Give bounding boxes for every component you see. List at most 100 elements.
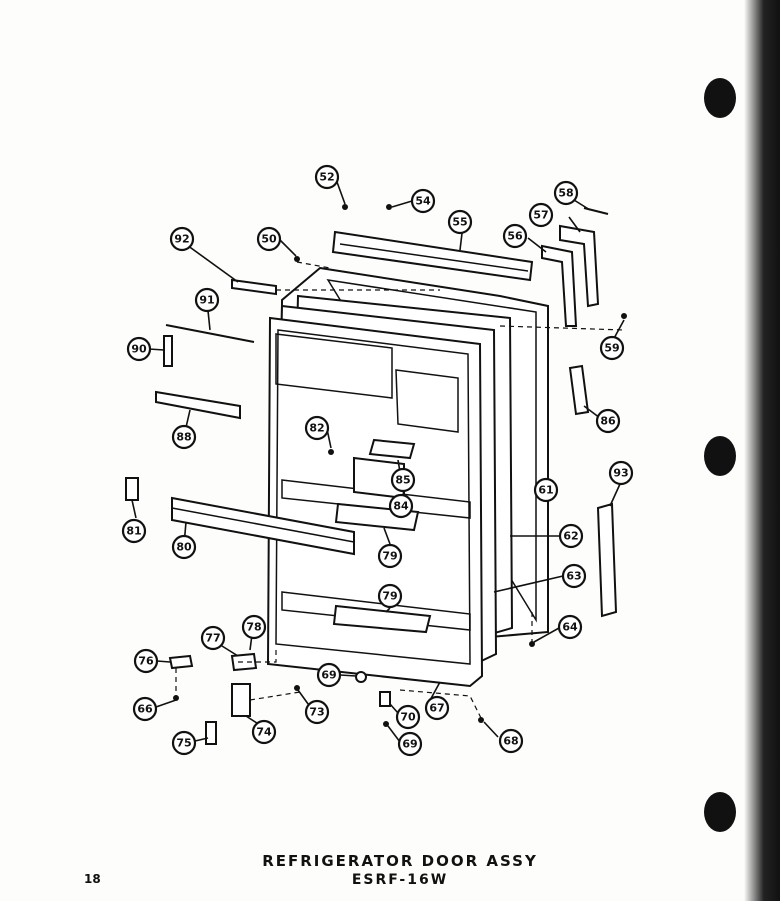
svg-text:64: 64 [562, 621, 578, 634]
svg-text:78: 78 [246, 621, 261, 634]
svg-text:85: 85 [395, 474, 410, 487]
callout-63: 63 [561, 563, 587, 589]
screw-73 [294, 685, 300, 691]
screw-69b [383, 721, 389, 727]
callout-88: 88 [171, 424, 197, 450]
callout-79-upper: 79 [377, 543, 403, 569]
svg-text:62: 62 [563, 530, 578, 543]
svg-text:67: 67 [429, 702, 444, 715]
binder-hole-top [704, 78, 736, 118]
callout-58: 58 [553, 180, 579, 206]
screw-52 [342, 204, 348, 210]
page-number: 18 [84, 872, 101, 886]
dash-73 [249, 691, 301, 701]
svg-text:77: 77 [205, 632, 220, 645]
svg-text:69: 69 [321, 669, 336, 682]
callout-52: 52 [314, 164, 340, 190]
svg-text:66: 66 [137, 703, 153, 716]
callout-92: 92 [169, 226, 195, 252]
dairy-box [395, 369, 459, 433]
trim-strip-93 [596, 502, 618, 618]
callout-64: 64 [557, 614, 583, 640]
svg-text:74: 74 [256, 726, 272, 739]
svg-text:90: 90 [131, 343, 147, 356]
svg-text:57: 57 [533, 209, 548, 222]
door-top-strip [331, 230, 534, 282]
hinge-cover-92 [231, 278, 277, 296]
butter-door-85 [368, 438, 416, 460]
callout-66: 66 [132, 696, 158, 722]
svg-text:91: 91 [199, 294, 214, 307]
callout-74: 74 [251, 719, 277, 745]
svg-text:52: 52 [319, 171, 334, 184]
svg-text:59: 59 [604, 342, 619, 355]
screw-68 [478, 717, 484, 723]
callout-85: 85 [390, 467, 416, 493]
svg-text:55: 55 [452, 216, 467, 229]
shelf-bar-line [171, 507, 355, 543]
clip-70 [379, 691, 391, 707]
svg-text:76: 76 [138, 655, 154, 668]
upper-shelf-rail [281, 479, 471, 519]
callout-75: 75 [171, 730, 197, 756]
callout-56: 56 [502, 223, 528, 249]
lower-shelf-rail [281, 591, 471, 631]
diagram-title: REFRIGERATOR DOOR ASSY [262, 852, 538, 870]
bracket-90 [163, 335, 173, 367]
hinge-block-74 [231, 683, 251, 717]
callout-76: 76 [133, 648, 159, 674]
svg-text:61: 61 [538, 484, 553, 497]
svg-text:79: 79 [382, 590, 397, 603]
callout-77: 77 [200, 625, 226, 651]
screw-59 [621, 313, 627, 319]
egg-shelf-88 [155, 390, 241, 420]
callout-67: 67 [424, 695, 450, 721]
callout-73: 73 [304, 699, 330, 725]
callout-78: 78 [241, 614, 267, 640]
svg-text:79: 79 [382, 550, 397, 563]
door-shelf-bar-80 [171, 496, 355, 556]
door-inner-liner [266, 316, 484, 688]
retainer-rod-91 [165, 324, 255, 343]
callout-82: 82 [304, 415, 330, 441]
shelf-tray-79-lower [332, 604, 432, 634]
callout-90: 90 [126, 336, 152, 362]
bumper-69 [355, 671, 367, 683]
binder-hole-bottom [704, 792, 736, 832]
binder-hole-middle [704, 436, 736, 476]
svg-text:70: 70 [400, 711, 416, 724]
screw-50 [294, 256, 300, 262]
callout-81: 81 [121, 518, 147, 544]
svg-text:84: 84 [393, 500, 409, 513]
callout-69: 69 [316, 662, 342, 688]
svg-text:50: 50 [261, 233, 277, 246]
screw-82-dot [328, 449, 334, 455]
dash-59 [499, 325, 625, 331]
dash-hinge [238, 646, 277, 663]
callout-91: 91 [194, 287, 220, 313]
callout-57: 57 [528, 202, 554, 228]
svg-text:80: 80 [176, 541, 192, 554]
top-strip-line [339, 243, 529, 272]
svg-text:86: 86 [600, 415, 616, 428]
screw-66 [173, 695, 179, 701]
callout-54: 54 [410, 188, 436, 214]
svg-text:69: 69 [402, 738, 417, 751]
svg-text:54: 54 [415, 195, 431, 208]
callout-69-lower: 69 [397, 731, 423, 757]
callout-50: 50 [256, 226, 282, 252]
callout-84: 84 [388, 493, 414, 519]
svg-text:63: 63 [566, 570, 581, 583]
callout-70: 70 [395, 704, 421, 730]
svg-text:93: 93 [613, 467, 628, 480]
svg-text:68: 68 [503, 735, 518, 748]
svg-text:56: 56 [507, 230, 523, 243]
model-number: ESRF-16W [351, 872, 449, 888]
svg-text:58: 58 [558, 187, 573, 200]
hinge-77 [230, 652, 258, 672]
hinge-bracket-56 [541, 244, 578, 327]
svg-text:92: 92 [174, 233, 189, 246]
callout-79-lower: 79 [377, 583, 403, 609]
screw-54 [386, 204, 392, 210]
